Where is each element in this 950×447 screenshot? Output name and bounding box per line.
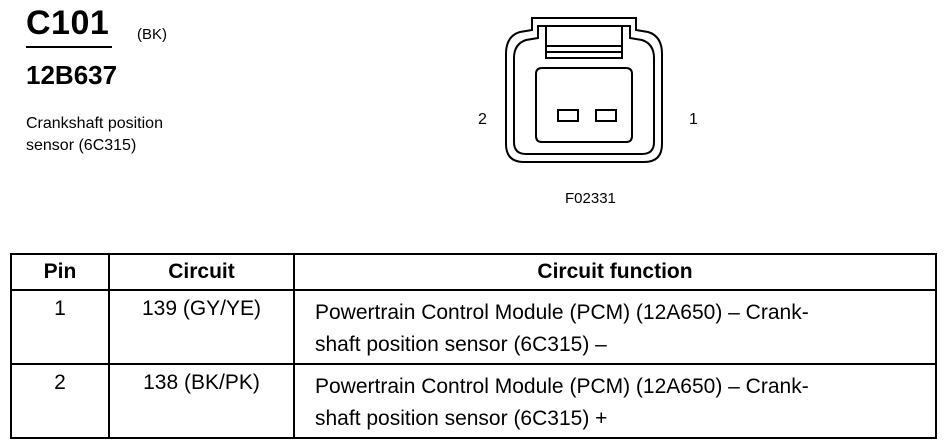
connector-description: Crankshaft position sensor (6C315) [26,113,226,157]
header-pin: Pin [10,253,110,291]
terminal-pin-2 [557,109,579,122]
table-row: 1 139 (GY/YE) Powertrain Control Module … [10,289,937,365]
connector-id-underline [26,46,112,48]
terminal-pin-1 [595,109,617,122]
function-line: Powertrain Control Module (PCM) (12A650)… [315,301,809,324]
figure-code: F02331 [565,190,616,207]
connector-id: C101 [26,4,110,42]
pin-cell: 2 [10,363,110,439]
function-cell: Powertrain Control Module (PCM) (12A650)… [293,289,937,365]
connector-inner-housing [513,25,655,155]
connector-face-diagram [505,17,663,163]
terminal-cavity [535,67,633,143]
table-header-row: Pin Circuit Circuit function [10,253,937,291]
function-line: shaft position sensor (6C315) – [315,333,607,356]
description-line: sensor (6C315) [26,137,137,154]
description-line: Crankshaft position [26,115,163,132]
function-line: shaft position sensor (6C315) + [315,407,608,430]
header-circuit: Circuit [108,253,295,291]
pinout-table: Pin Circuit Circuit function 1 139 (GY/Y… [10,253,937,439]
part-number: 12B637 [26,60,118,90]
function-cell: Powertrain Control Module (PCM) (12A650)… [293,363,937,439]
circuit-cell: 138 (BK/PK) [108,363,295,439]
pin-cell: 1 [10,289,110,365]
function-line: Powertrain Control Module (PCM) (12A650)… [315,375,809,398]
header-circuit-function: Circuit function [293,253,937,291]
color-code: (BK) [137,26,167,43]
connector-outer-housing [505,17,663,163]
pin-label-2: 2 [478,111,487,128]
pin-label-1: 1 [689,111,698,128]
locking-tab [545,26,623,59]
circuit-cell: 139 (GY/YE) [108,289,295,365]
table-row: 2 138 (BK/PK) Powertrain Control Module … [10,363,937,439]
